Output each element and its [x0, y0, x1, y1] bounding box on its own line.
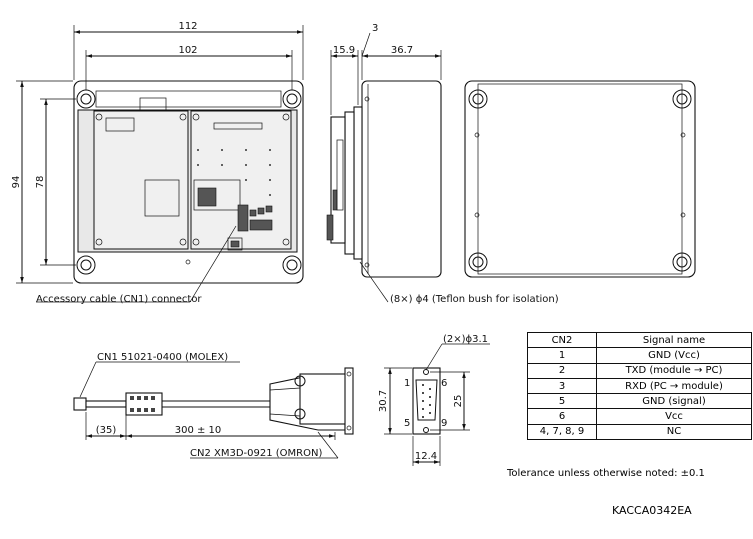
dim-depth-a: 15.9 [333, 45, 355, 56]
signal-cell: NC [596, 423, 752, 441]
cable-dimensions: (35) 300 ± 10 [85, 412, 336, 440]
cable-assembly [73, 367, 354, 435]
hole-callout-label: (2×)ϕ3.1 [443, 334, 488, 345]
teflon-bush-callout: (8×) ϕ4 (Teflon bush for isolation) [359, 261, 559, 305]
table-header-row: CN2 Signal name [527, 331, 752, 349]
rear-view [464, 80, 696, 278]
pin-9-label: 9 [441, 418, 447, 429]
pin-cell: 2 [527, 362, 597, 379]
signal-cell: GND (Vcc) [596, 347, 752, 364]
dim-width-outer: 112 [178, 21, 197, 32]
cn1-part-callout: CN1 51021-0400 (MOLEX) [79, 352, 240, 398]
pin-5-label: 5 [404, 418, 410, 429]
pcb-dots [197, 149, 271, 196]
pin-1-label: 1 [404, 378, 410, 389]
front-dimensions: 112 102 94 78 [11, 21, 304, 284]
side-view [326, 80, 442, 278]
dim-height-outer: 94 [11, 176, 22, 189]
dim-width-inner: 102 [178, 45, 197, 56]
signal-cell: GND (signal) [596, 393, 752, 410]
mounting-holes [76, 89, 302, 275]
dim-dsub-width: 12.4 [415, 451, 437, 462]
cn1-connector-label: Accessory cable (CN1) connector [36, 294, 202, 305]
table-header-cn2: CN2 [527, 331, 597, 349]
dim-cable-b: 300 ± 10 [175, 425, 222, 436]
document-number: KACCA0342EA [612, 504, 692, 517]
dim-height-inner: 78 [35, 176, 46, 189]
cn2-part-callout: CN2 XM3D-0921 (OMRON) [190, 431, 339, 459]
pin-cell: 6 [527, 408, 597, 425]
dim-depth-b: 36.7 [391, 45, 413, 56]
side-dimensions: 15.9 36.7 3 [330, 23, 442, 115]
pin-cell: 1 [527, 347, 597, 364]
cn2-part-label: CN2 XM3D-0921 (OMRON) [190, 448, 322, 459]
pin-cell: 4, 7, 8, 9 [527, 423, 597, 441]
cn1-connector-area [227, 204, 273, 251]
tolerance-note: Tolerance unless otherwise noted: ±0.1 [507, 468, 705, 479]
dsub-face: 1 5 6 9 [404, 367, 447, 435]
signal-cell: TXD (module → PC) [596, 362, 752, 379]
hole-callout: (2×)ϕ3.1 [425, 334, 490, 371]
table-header-signal: Signal name [596, 331, 752, 349]
cn1-connector-callout: Accessory cable (CN1) connector [36, 225, 237, 305]
dsub-dimensions: 30.7 25 12.4 [378, 367, 470, 466]
pin-cell: 5 [527, 393, 597, 410]
teflon-bush-label: (8×) ϕ4 (Teflon bush for isolation) [390, 294, 559, 305]
dim-dsub-pitch: 25 [453, 395, 464, 408]
signal-cell: Vcc [596, 408, 752, 425]
dim-dsub-height: 30.7 [378, 390, 389, 412]
signal-cell: RXD (PC → module) [596, 377, 752, 395]
pin-6-label: 6 [441, 378, 447, 389]
cn1-part-label: CN1 51021-0400 (MOLEX) [97, 352, 228, 363]
pin-cell: 3 [527, 377, 597, 395]
dim-thickness: 3 [372, 23, 378, 34]
front-view [73, 80, 304, 284]
dim-cable-a: (35) [96, 425, 117, 436]
